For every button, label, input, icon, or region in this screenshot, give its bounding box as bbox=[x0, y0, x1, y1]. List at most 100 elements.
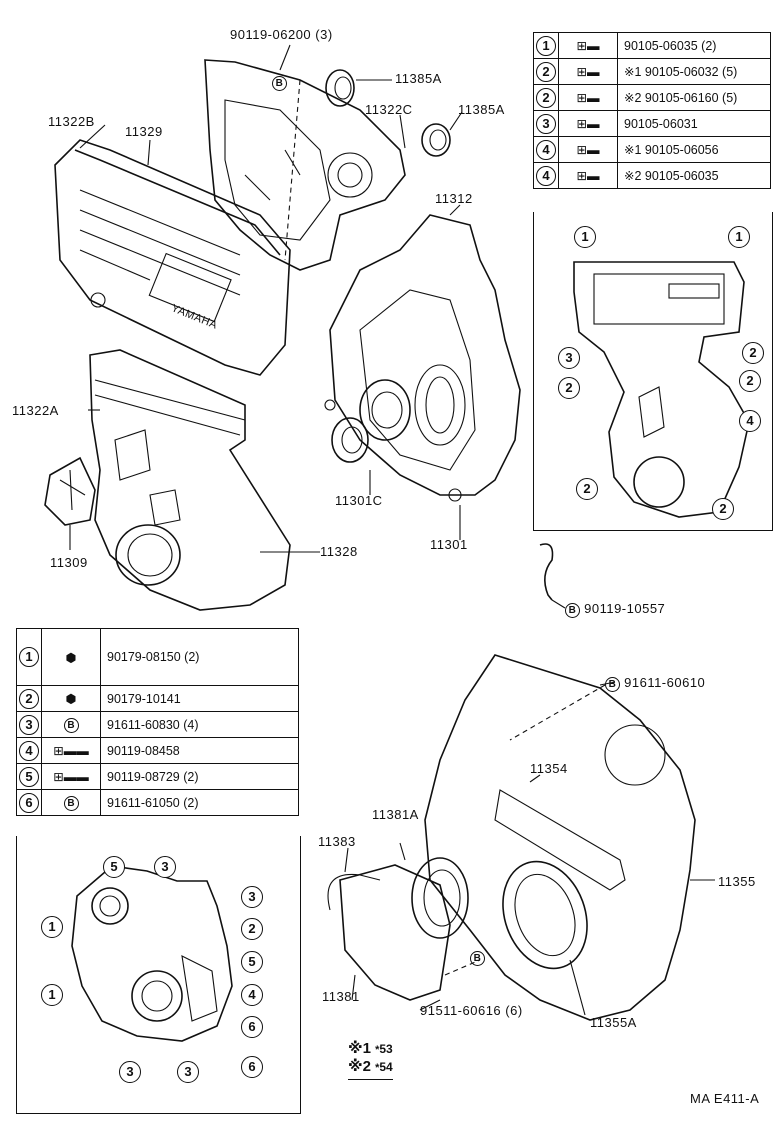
b-marker-icon: B bbox=[41, 711, 101, 738]
part-number: 90119-08458 bbox=[100, 737, 299, 764]
callout: 1 bbox=[41, 984, 63, 1006]
bolt-icon: ⊞▬ bbox=[558, 58, 618, 85]
label-11301c: 11301C bbox=[335, 493, 383, 508]
oil-seal-11385a-top bbox=[325, 69, 392, 107]
bolt-icon: ⊞▬ bbox=[558, 136, 618, 163]
inset-bottom-left: 5 3 3 1 2 5 1 4 6 3 3 6 bbox=[16, 836, 301, 1114]
bolt-icon: ⊞▬ bbox=[558, 32, 618, 59]
label-11322c: 11322C bbox=[365, 102, 413, 117]
bolt-icon: ⊞▬▬ bbox=[41, 737, 101, 764]
row-number: 5 bbox=[19, 766, 39, 787]
cap-11309 bbox=[44, 456, 96, 526]
b-marker-91511: B bbox=[470, 950, 485, 966]
callout: 3 bbox=[558, 347, 580, 369]
front-cover-11312 bbox=[324, 214, 521, 502]
callout: 2 bbox=[241, 918, 263, 940]
callout: 2 bbox=[712, 498, 734, 520]
table-row: 4⊞▬※2 90105-06035 bbox=[533, 162, 771, 189]
label-91511-60616-text: 91511-60616 (6) bbox=[420, 1003, 523, 1018]
label-11309: 11309 bbox=[50, 555, 88, 570]
note-2-star: * bbox=[375, 1062, 380, 1074]
row-number: 1 bbox=[19, 647, 39, 667]
callout: 2 bbox=[739, 370, 761, 392]
b-marker-icon: B bbox=[272, 76, 287, 91]
lower-cover-11322a bbox=[89, 349, 291, 611]
part-number: 90105-06035 (2) bbox=[617, 32, 771, 59]
callout: 3 bbox=[177, 1061, 199, 1083]
row-number: 6 bbox=[19, 792, 39, 813]
table-row: 5⊞▬▬90119-08729 (2) bbox=[16, 763, 299, 790]
label-11355: 11355 bbox=[718, 874, 756, 889]
note-2-value: 54 bbox=[379, 1060, 393, 1074]
callout: 3 bbox=[154, 856, 176, 878]
part-number: 90179-08150 (2) bbox=[100, 628, 299, 686]
callout: 2 bbox=[742, 342, 764, 364]
label-91611-60610-text: 91611-60610 bbox=[624, 675, 706, 690]
part-number: 90119-08729 (2) bbox=[100, 763, 299, 790]
label-11328: 11328 bbox=[320, 544, 358, 559]
row-number: 4 bbox=[536, 165, 556, 186]
part-number: 91611-61050 (2) bbox=[100, 789, 299, 816]
bolt-icon: ⊞▬ bbox=[558, 162, 618, 189]
b-marker-icon: B bbox=[470, 951, 485, 966]
label-90119-10557: B 90119-10557 bbox=[565, 602, 665, 618]
bolt-icon: ⊞▬ bbox=[558, 84, 618, 111]
b-marker-icon: B bbox=[605, 677, 620, 692]
bolt-table-top: 1⊞▬90105-06035 (2) 2⊞▬※1 90105-06032 (5)… bbox=[533, 32, 771, 189]
row-number: 2 bbox=[19, 688, 39, 709]
inset-top-right: 1 1 3 2 2 2 4 2 2 bbox=[533, 212, 773, 531]
callout: 2 bbox=[558, 377, 580, 399]
rear-cover-11322c bbox=[204, 59, 406, 271]
callout: 1 bbox=[574, 226, 596, 248]
label-90119-10557-text: 90119-10557 bbox=[584, 601, 666, 616]
note-1-value: 53 bbox=[379, 1042, 393, 1056]
row-number: 4 bbox=[536, 139, 556, 160]
label-11381: 11381 bbox=[322, 989, 360, 1004]
label-11354: 11354 bbox=[530, 761, 568, 776]
table-row: 4⊞▬※1 90105-06056 bbox=[533, 136, 771, 163]
nut-icon: ⬢ bbox=[41, 628, 101, 686]
label-11383: 11383 bbox=[318, 834, 356, 849]
label-11322a: 11322A bbox=[12, 403, 59, 418]
b-marker-icon: B bbox=[41, 789, 101, 816]
callout: 1 bbox=[728, 226, 750, 248]
callout: 6 bbox=[241, 1056, 263, 1078]
label-11322b: 11322B bbox=[48, 114, 95, 129]
bolt-icon: ⊞▬ bbox=[558, 110, 618, 137]
table-row: 4⊞▬▬90119-08458 bbox=[16, 737, 299, 764]
row-number: 2 bbox=[536, 87, 556, 108]
b-marker-90119-06200: B bbox=[272, 75, 287, 91]
label-90119-06200: 90119-06200 (3) bbox=[230, 27, 333, 42]
label-11355a: 11355A bbox=[590, 1015, 637, 1030]
table-row: 1⬢90179-08150 (2) bbox=[16, 628, 299, 686]
callout: 5 bbox=[241, 951, 263, 973]
bolt-icon: ⊞▬▬ bbox=[41, 763, 101, 790]
seal-retainer-11381 bbox=[327, 857, 481, 1001]
label-11385a-top: 11385A bbox=[395, 71, 442, 86]
label-11312: 11312 bbox=[435, 191, 473, 206]
callout: 3 bbox=[241, 886, 263, 908]
note-2-label: ※2 bbox=[348, 1058, 376, 1075]
callout: 1 bbox=[41, 916, 63, 938]
oil-seal-11385a-mid bbox=[421, 123, 451, 157]
nut-icon: ⬢ bbox=[41, 685, 101, 712]
row-number: 3 bbox=[19, 714, 39, 735]
part-number: ※2 90105-06035 bbox=[617, 162, 771, 189]
part-number: 91611-60830 (4) bbox=[100, 711, 299, 738]
label-11381a: 11381A bbox=[372, 807, 419, 822]
part-number: 90105-06031 bbox=[617, 110, 771, 137]
label-91611-60610: B 91611-60610 bbox=[605, 676, 705, 692]
label-11385a-mid: 11385A bbox=[458, 102, 505, 117]
callout: 3 bbox=[119, 1061, 141, 1083]
callout: 2 bbox=[576, 478, 598, 500]
note-variant-2: ※2 *54 bbox=[348, 1058, 393, 1080]
hook-90119-10557 bbox=[539, 543, 566, 609]
label-11301: 11301 bbox=[430, 537, 468, 552]
row-number: 4 bbox=[19, 740, 39, 761]
row-number: 3 bbox=[536, 113, 556, 134]
part-number: 90179-10141 bbox=[100, 685, 299, 712]
